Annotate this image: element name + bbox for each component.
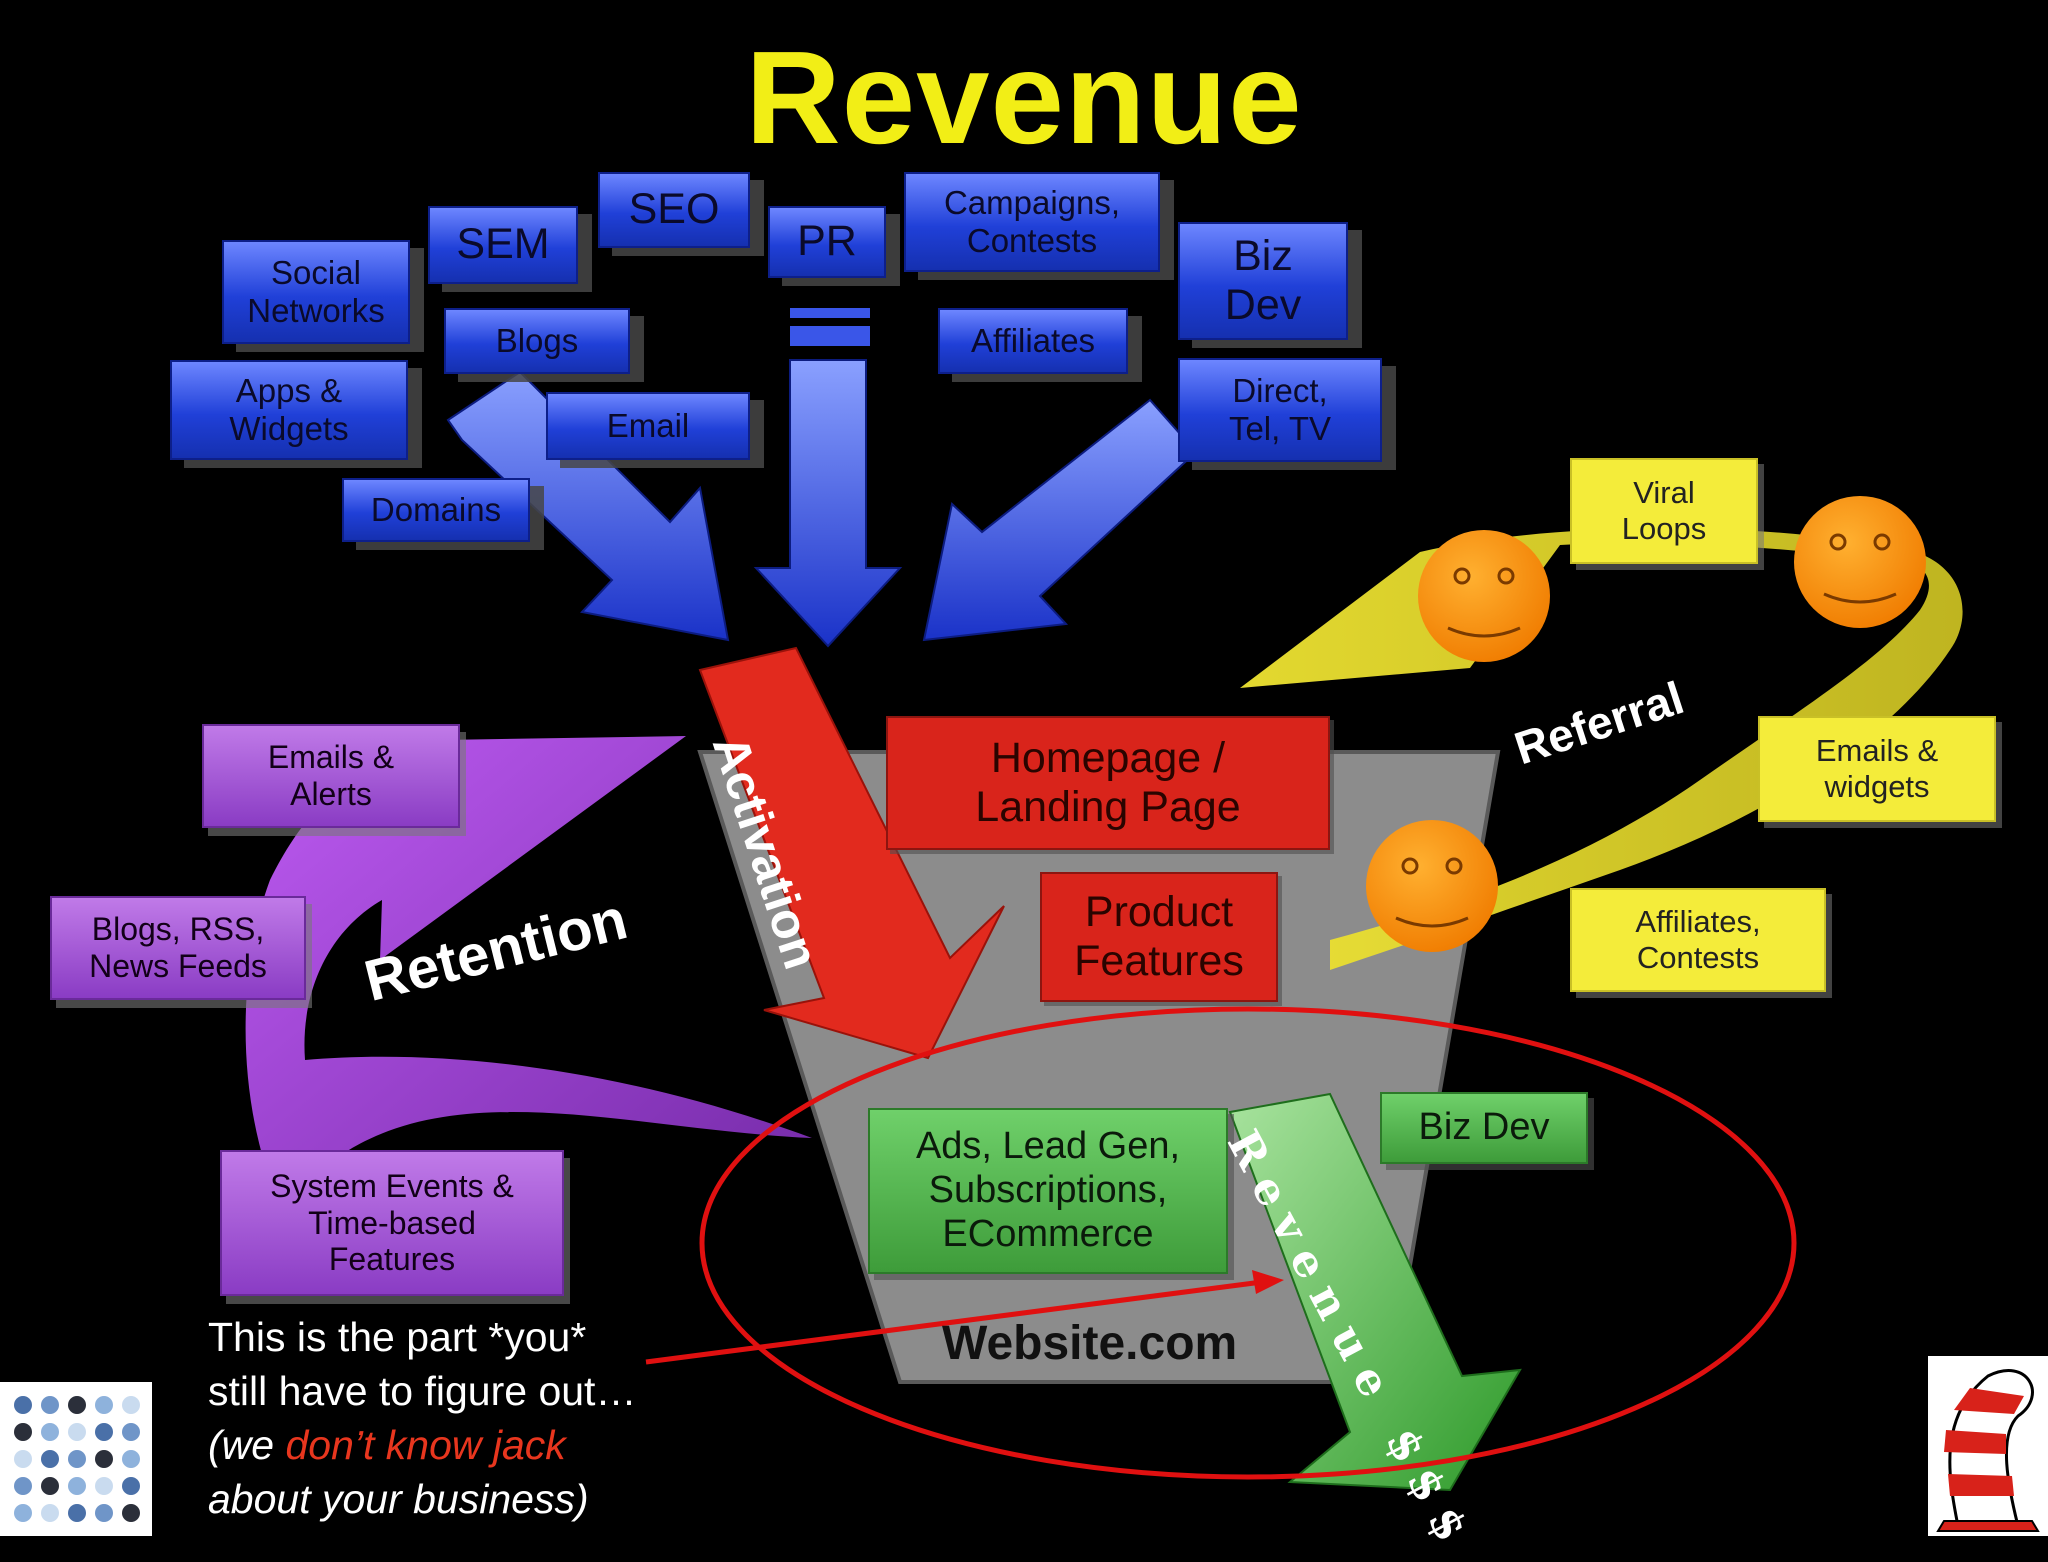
logo-dot xyxy=(68,1504,86,1522)
emails-alerts-box: Emails & Alerts xyxy=(202,724,460,828)
logo-dot xyxy=(95,1504,113,1522)
logo-dot xyxy=(14,1477,32,1495)
viral-loops-box: Viral Loops xyxy=(1570,458,1758,564)
note-line-4: about your business) xyxy=(208,1476,589,1523)
note-line-1: This is the part *you* xyxy=(208,1314,587,1360)
dots-logo xyxy=(0,1382,152,1536)
logo-dot xyxy=(95,1477,113,1495)
apps-widgets-box: Apps & Widgets xyxy=(170,360,408,460)
logo-dot xyxy=(68,1450,86,1468)
note-line-3: (we don’t know jack xyxy=(208,1418,636,1472)
blogs-rss-box: Blogs, RSS, News Feeds xyxy=(50,896,306,1000)
sem-box: SEM xyxy=(428,206,578,284)
logo-dot xyxy=(95,1450,113,1468)
pointer-arrowhead xyxy=(1252,1270,1284,1294)
logo-dot xyxy=(122,1450,140,1468)
system-events-box: System Events & Time-based Features xyxy=(220,1150,564,1296)
biz-dev-revenue-box: Biz Dev xyxy=(1380,1092,1588,1164)
domains-box: Domains xyxy=(342,478,530,542)
product-features-box: Product Features xyxy=(1040,872,1278,1002)
logo-dot xyxy=(122,1396,140,1414)
logo-dot xyxy=(41,1477,59,1495)
logo-dot xyxy=(41,1450,59,1468)
direct-tel-tv-box: Direct, Tel, TV xyxy=(1178,358,1382,462)
logo-dot xyxy=(68,1396,86,1414)
smiley-face-right xyxy=(1794,496,1926,628)
campaigns-box: Campaigns, Contests xyxy=(904,172,1160,272)
logo-dot xyxy=(95,1423,113,1441)
revenue-arrow xyxy=(1228,1092,1522,1492)
logo-dot xyxy=(41,1504,59,1522)
pr-box: PR xyxy=(768,206,886,278)
note-line-2: still have to figure out… xyxy=(208,1368,637,1415)
referral-loop xyxy=(1240,528,1963,970)
logo-dot xyxy=(14,1504,32,1522)
homepage-box: Homepage / Landing Page xyxy=(886,716,1330,850)
logo-dot xyxy=(122,1423,140,1441)
smiley-face-left xyxy=(1418,530,1550,662)
logo-dot xyxy=(41,1396,59,1414)
logo-dot xyxy=(14,1396,32,1414)
logo-dot xyxy=(122,1504,140,1522)
logo-dot xyxy=(14,1423,32,1441)
seo-box: SEO xyxy=(598,172,750,248)
smiley-face-bottom xyxy=(1366,820,1498,952)
note-text: This is the part *you* still have to fig… xyxy=(208,1310,636,1526)
blogs-box: Blogs xyxy=(444,308,630,374)
highlight-ellipse xyxy=(699,1006,1797,1480)
acquisition-arrows xyxy=(446,308,1198,648)
email-box: Email xyxy=(546,392,750,460)
activation-arrow xyxy=(698,646,1005,1060)
logo-dot xyxy=(95,1396,113,1414)
affiliates-contests-box: Affiliates, Contests xyxy=(1570,888,1826,992)
logo-dot xyxy=(122,1477,140,1495)
logo-dot xyxy=(14,1450,32,1468)
note-line-3-pre: (we xyxy=(208,1422,286,1469)
ads-leadgen-box: Ads, Lead Gen, Subscriptions, ECommerce xyxy=(868,1108,1228,1274)
logo-dot xyxy=(41,1423,59,1441)
note-highlight: don’t know jack xyxy=(285,1422,566,1469)
website-label: Website.com xyxy=(942,1317,1238,1370)
biz-dev-top-box: Biz Dev xyxy=(1178,222,1348,340)
social-networks-box: Social Networks xyxy=(222,240,410,344)
emails-widgets-box: Emails & widgets xyxy=(1758,716,1996,822)
page-title: Revenue xyxy=(745,24,1303,171)
striped-hat-logo xyxy=(1928,1356,2048,1536)
logo-dot xyxy=(68,1477,86,1495)
affiliates-box: Affiliates xyxy=(938,308,1128,374)
retention-loop xyxy=(245,736,812,1209)
pointer-line xyxy=(645,1279,1263,1365)
logo-dot xyxy=(68,1423,86,1441)
